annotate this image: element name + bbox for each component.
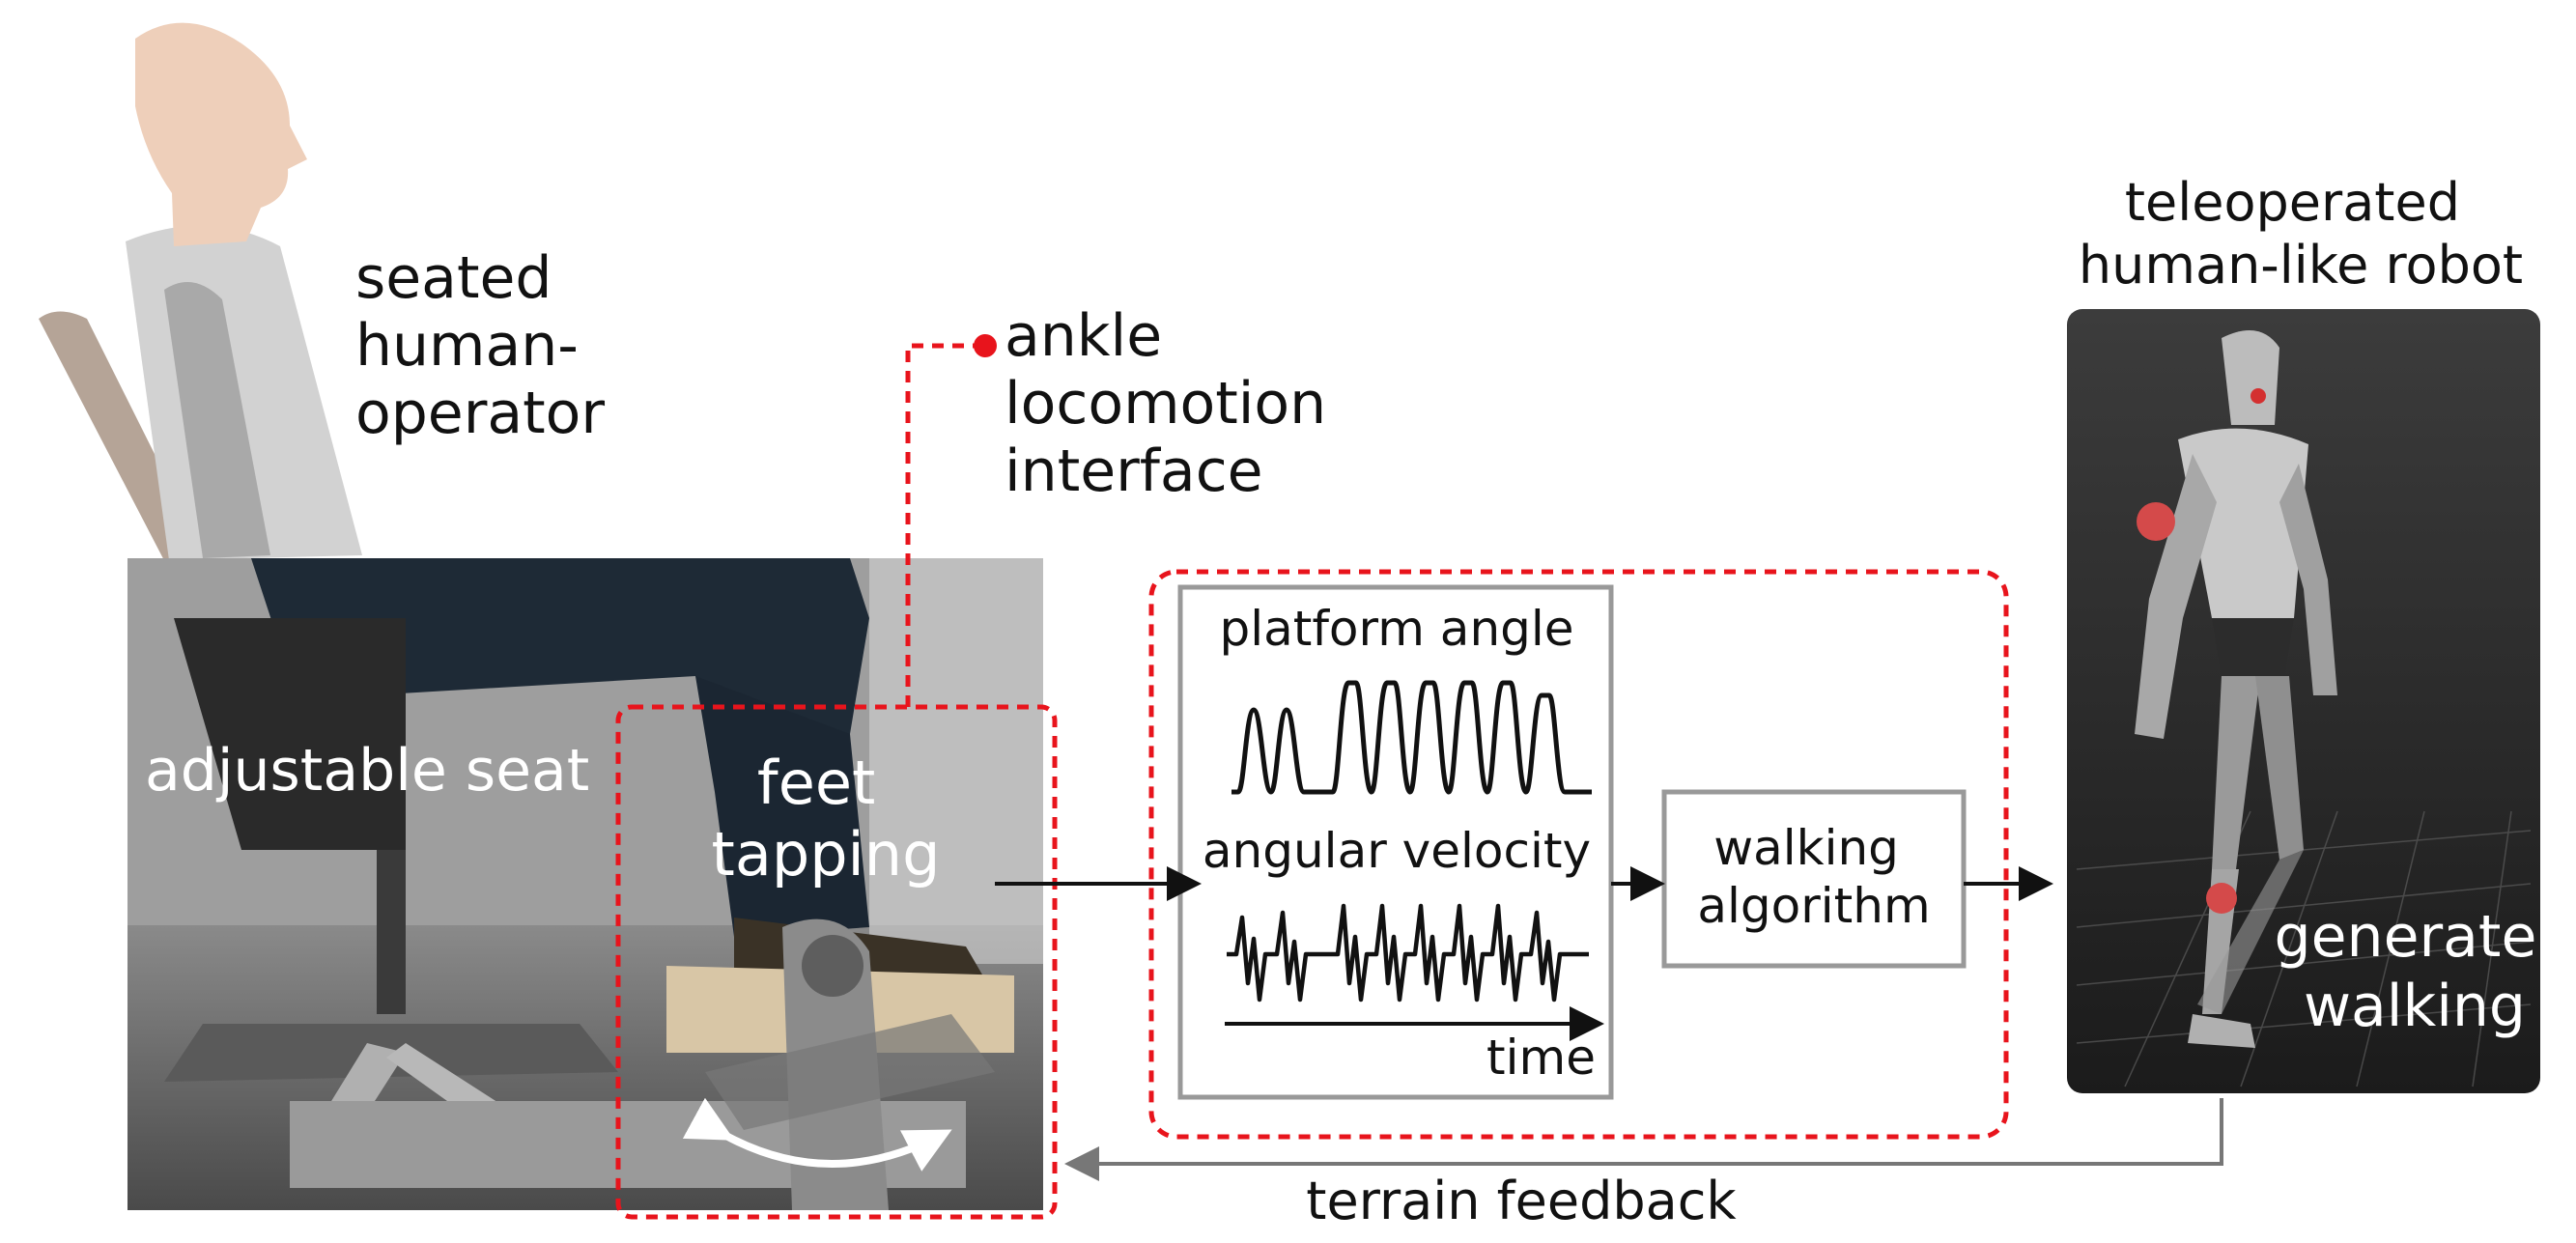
terrain-feedback-label: terrain feedback bbox=[1306, 1171, 1737, 1231]
ankle-interface-label: ankle locomotion interface bbox=[1005, 302, 1345, 505]
interface-callout-dot bbox=[974, 334, 997, 357]
interface-callout-line bbox=[905, 343, 985, 707]
generate-walking-label: generate walking bbox=[2275, 903, 2556, 1040]
walking-algorithm-block bbox=[1661, 789, 1967, 969]
setup-photo bbox=[127, 558, 1043, 1210]
seated-operator-label: seated human- operator bbox=[355, 244, 605, 447]
signals-block bbox=[1177, 584, 1614, 1100]
platform-angle-label: platform angle bbox=[1219, 601, 1573, 657]
operator-head bbox=[135, 22, 307, 246]
adjustable-seat-label: adjustable seat bbox=[145, 737, 589, 805]
feet-tapping-label: feet tapping bbox=[712, 748, 941, 890]
processing-highlight-box bbox=[1148, 569, 2009, 1140]
operator-illustration bbox=[39, 22, 362, 570]
angular-velocity-label: angular velocity bbox=[1203, 823, 1591, 879]
interface-highlight-box bbox=[615, 704, 1058, 1220]
operator-arm bbox=[164, 282, 270, 558]
terrain-feedback-arrow bbox=[1064, 1098, 2223, 1181]
platform-angle-signal bbox=[1231, 680, 1592, 795]
robot-render bbox=[2067, 309, 2540, 1093]
walking-algorithm-label: walking algorithm bbox=[1697, 820, 1930, 934]
tapping-motion-arrow bbox=[682, 1097, 952, 1172]
angular-velocity-signal bbox=[1227, 903, 1589, 1003]
robot-title-label: teleoperated human-like robot bbox=[2079, 172, 2523, 296]
time-label: time bbox=[1486, 1030, 1596, 1086]
